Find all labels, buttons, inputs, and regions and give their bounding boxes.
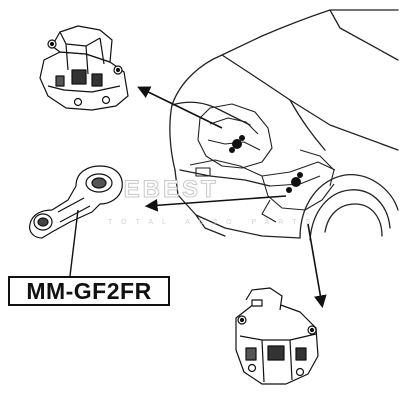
part-code-label: MM-GF2FR — [8, 276, 170, 306]
engine-mount-top-left — [39, 25, 129, 111]
arrow-to-torque-rod — [144, 195, 287, 212]
car-outline — [169, 9, 399, 241]
engine-mount-markers — [229, 135, 303, 193]
part-leader-line — [69, 209, 79, 277]
torque-rod-mount — [29, 165, 123, 239]
arrow-to-top-mount — [137, 86, 223, 129]
arrow-to-bottom-mount — [307, 223, 327, 309]
watermark-tagline: TOTAL AUTO PARTS — [108, 219, 319, 226]
brand-watermark: FEBEST TOTAL AUTO PARTS — [106, 176, 319, 227]
engine-mount-bottom-right — [235, 287, 319, 385]
watermark-brand: FEBEST — [106, 176, 219, 203]
engine-bay — [189, 103, 336, 223]
callout-arrows — [137, 86, 327, 309]
